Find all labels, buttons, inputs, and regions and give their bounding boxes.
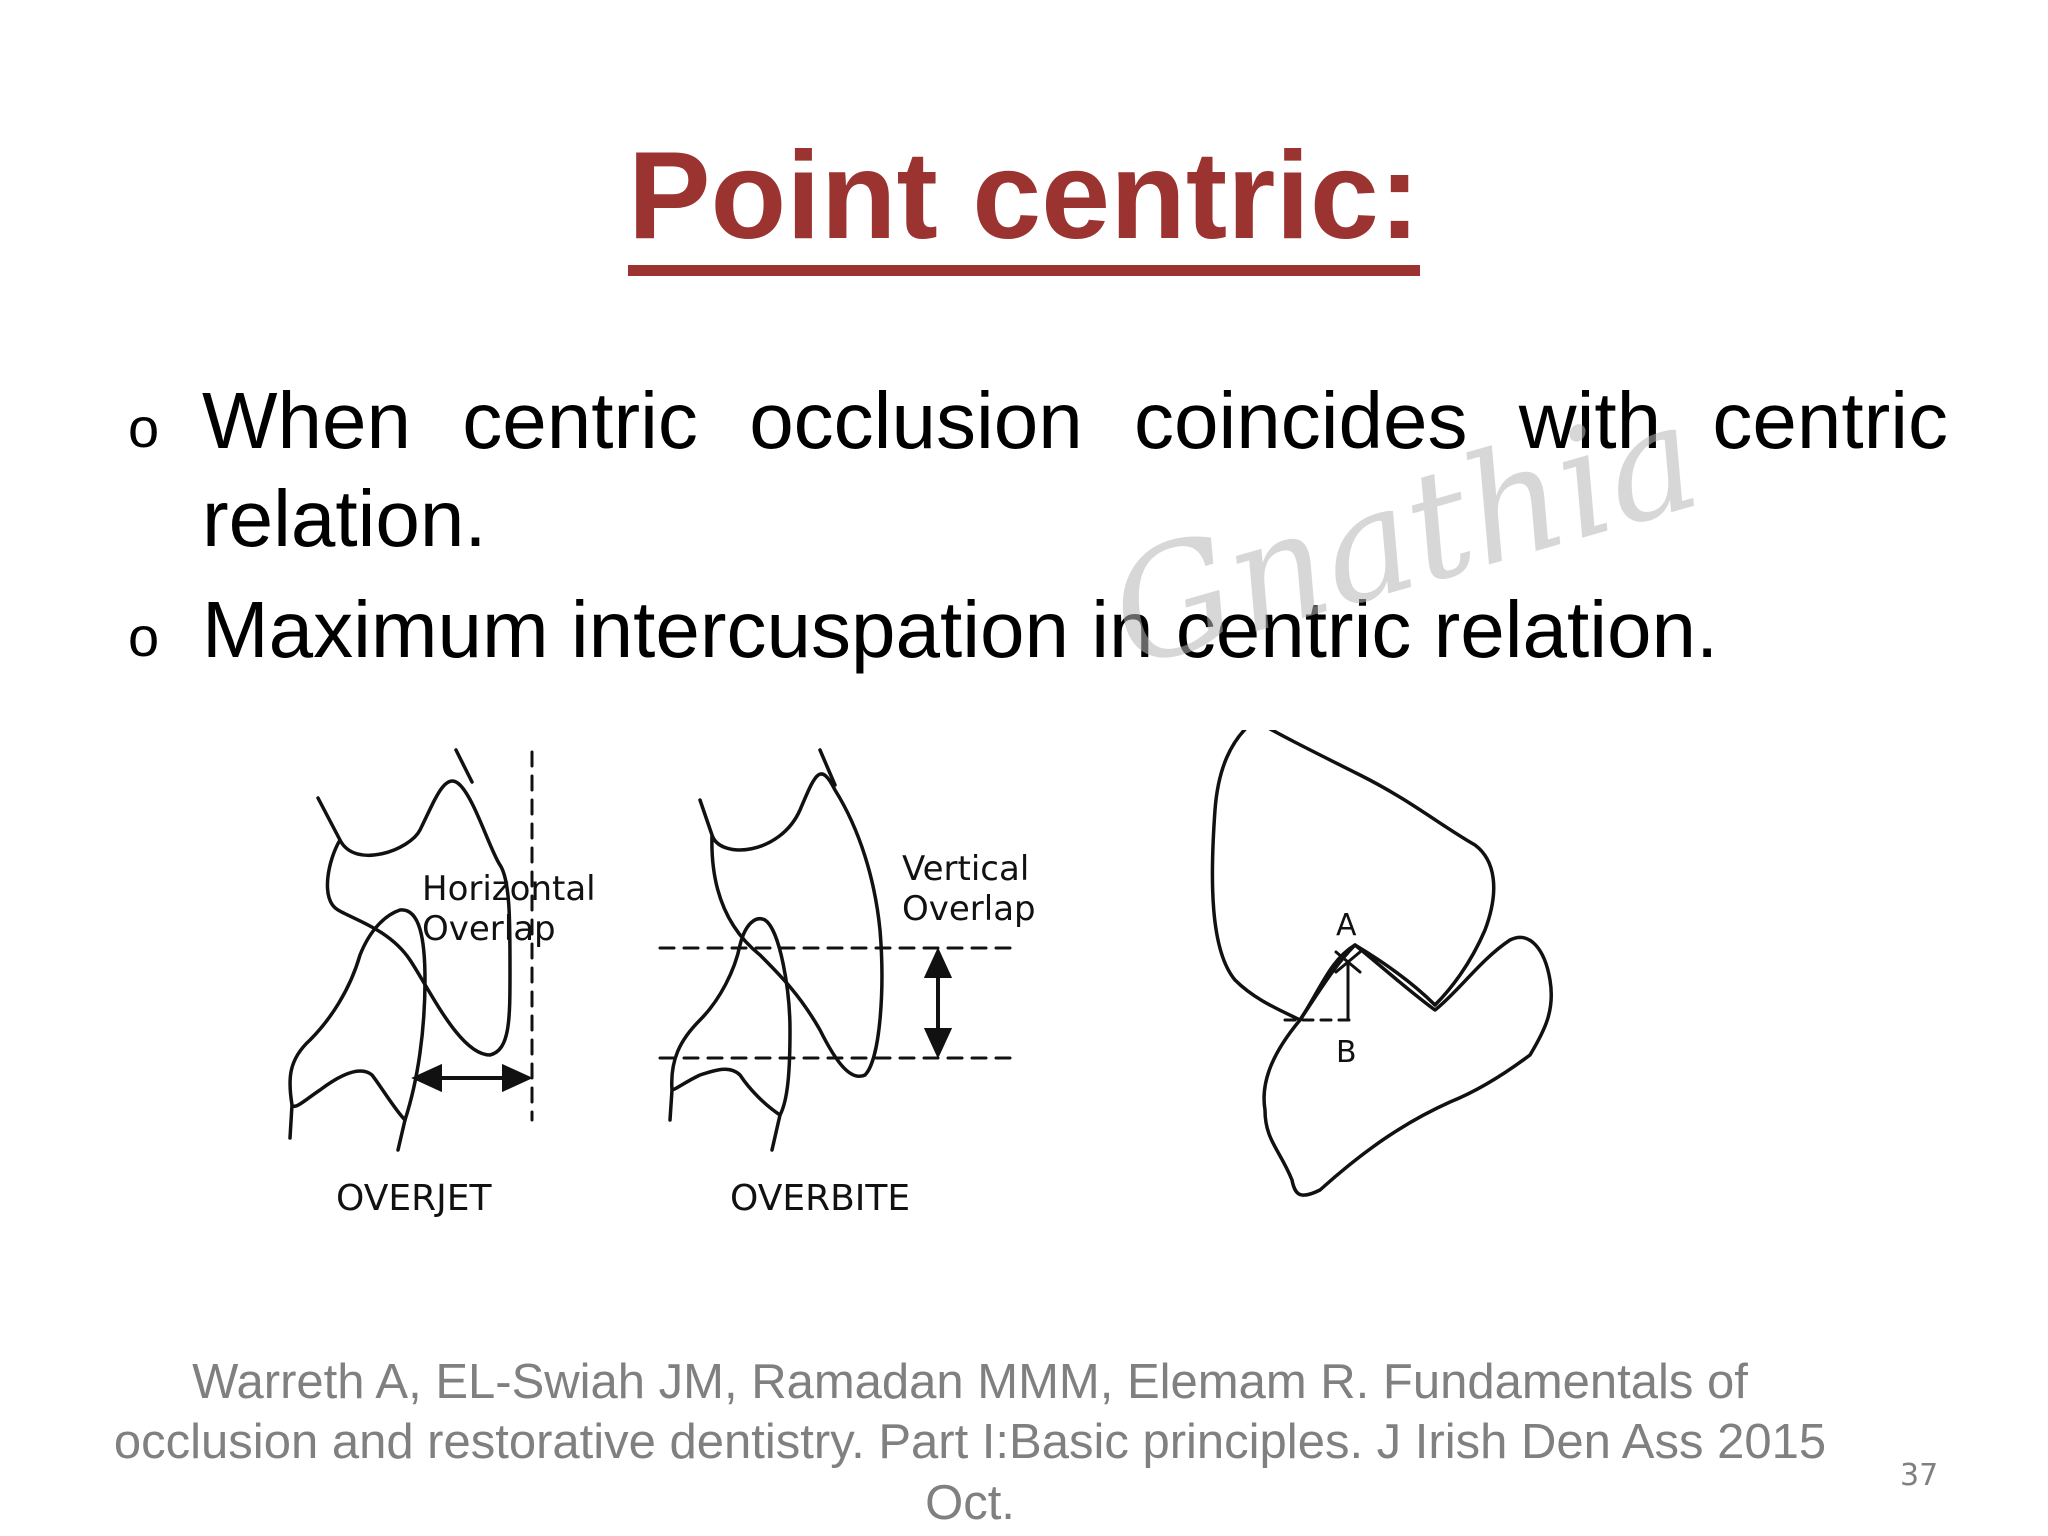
page-number: 37 (1900, 1458, 1939, 1493)
centric-point-b: B (1336, 1035, 1357, 1070)
bullet-item: o Maximum intercuspation in centric rela… (128, 581, 1948, 679)
overjet-lower-tooth (288, 908, 427, 1140)
overbite-upper-tooth (698, 772, 884, 1079)
overjet-annotation-line1: Horizontal (422, 869, 596, 909)
overjet-upper-tooth (316, 779, 512, 1057)
bullet-marker: o (128, 605, 160, 669)
centric-lower-tooth (1262, 935, 1554, 1197)
bullet-item: o When centric occlusion coincides with … (128, 372, 1948, 567)
overbite-label: OVERBITE (730, 1178, 910, 1219)
bullet-text: Maximum intercuspation in centric relati… (202, 585, 1719, 675)
overbite-annotation-line2: Overlap (902, 889, 1036, 929)
bullet-text: When centric occlusion coincides with ce… (202, 376, 1948, 563)
overjet-label: OVERJET (336, 1178, 492, 1219)
slide-title: Point centric: (0, 127, 2048, 276)
citation: Warreth A, EL-Swiah JM, Ramadan MMM, Ele… (113, 1355, 1827, 1530)
centric-point-a: A (1336, 908, 1357, 943)
overjet-annotation-line2: Overlap (422, 909, 556, 949)
occlusion-figure: Horizontal Overlap OVERJET Vertical Over… (288, 730, 1554, 1219)
overbite-lower-tooth (668, 917, 792, 1122)
bullet-list: o When centric occlusion coincides with … (128, 372, 1948, 693)
bullet-marker: o (128, 396, 160, 459)
overbite-annotation-line1: Vertical (902, 849, 1029, 889)
centric-upper-tooth (1210, 730, 1496, 1022)
